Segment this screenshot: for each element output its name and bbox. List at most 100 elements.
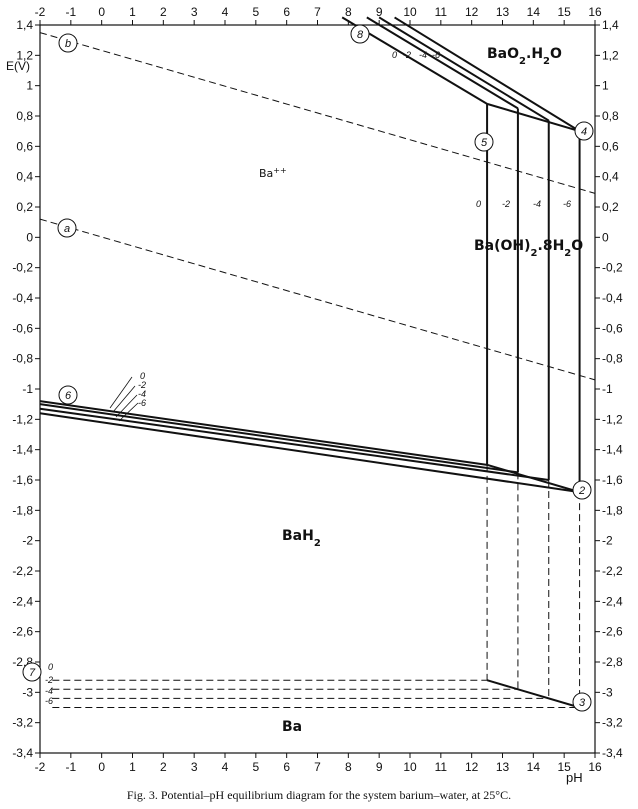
y-tick-label-right: 0,6	[602, 139, 619, 153]
concentration-labels-line7: 0 -2 -4 -6	[45, 662, 53, 706]
y-tick-label-right: 1	[602, 79, 609, 93]
y-tick-label-left: -1	[22, 382, 33, 396]
circle-label-b: b	[58, 33, 78, 53]
y-tick-label-left: 0	[26, 230, 33, 244]
x-tick-label-top: 3	[191, 5, 198, 19]
y-tick-label-left: -2,2	[12, 564, 33, 578]
svg-text:6: 6	[65, 390, 72, 402]
line-8-segment	[378, 16, 550, 122]
region-ba: Ba	[282, 719, 302, 735]
svg-text:b: b	[65, 38, 71, 50]
boundary-lines-layer	[39, 16, 596, 709]
x-tick-label-bottom: 6	[283, 760, 290, 774]
y-tick-label-right: 0,4	[602, 170, 619, 184]
y-tick-label-left: -1,6	[12, 473, 33, 487]
y-tick-label-left: 1	[26, 79, 33, 93]
y-tick-label-right: -2,6	[602, 625, 623, 639]
x-axis-title: pH	[566, 770, 583, 785]
y-tick-label-right: 1,2	[602, 48, 619, 62]
svg-text:-2: -2	[45, 675, 53, 685]
y-tick-label-right: -2	[602, 534, 613, 548]
y-tick-label-left: -2,4	[12, 594, 33, 608]
axes-layer: -2-2-1-100112233445566778899101011111212…	[12, 5, 623, 774]
region-bao2-h2o: BaO2.H2O	[487, 46, 562, 67]
svg-text:-6: -6	[138, 398, 146, 408]
circle-label-2: 2	[572, 480, 592, 500]
circle-label-a: a	[57, 218, 77, 238]
svg-text:8: 8	[357, 29, 364, 41]
figure-caption: Fig. 3. Potential–pH equilibrium diagram…	[126, 788, 512, 802]
y-tick-label-left: 0,2	[16, 200, 33, 214]
svg-text:-4: -4	[419, 50, 427, 60]
y-tick-label-right: -0,6	[602, 321, 623, 335]
y-tick-label-left: -0,2	[12, 261, 33, 275]
x-tick-label-top: 15	[557, 5, 571, 19]
line-6-segment	[39, 400, 488, 466]
y-tick-label-left: -2,6	[12, 625, 33, 639]
svg-text:2: 2	[578, 485, 585, 497]
y-tick-label-right: -2,8	[602, 655, 623, 669]
x-tick-label-top: 5	[252, 5, 259, 19]
x-tick-label-bottom: 7	[314, 760, 321, 774]
x-tick-label-top: 4	[222, 5, 229, 19]
svg-text:0: 0	[48, 662, 53, 672]
water-line-a	[39, 218, 596, 381]
svg-text:7: 7	[29, 667, 36, 679]
x-tick-label-top: -2	[35, 5, 46, 19]
x-tick-label-bottom: 11	[435, 760, 448, 774]
line-4-boundary	[486, 102, 580, 133]
svg-text:3: 3	[579, 697, 586, 709]
y-tick-label-right: -3,2	[602, 716, 623, 730]
svg-text:0: 0	[392, 50, 397, 60]
x-tick-label-top: 0	[98, 5, 105, 19]
line-3-boundary	[486, 679, 580, 709]
x-tick-label-bottom: 12	[465, 760, 479, 774]
y-tick-label-right: -1,4	[602, 443, 623, 457]
x-tick-label-top: 9	[376, 5, 383, 19]
x-tick-label-top: 7	[314, 5, 321, 19]
y-tick-label-left: -0,8	[12, 352, 33, 366]
svg-text:-2: -2	[502, 199, 510, 209]
region-ba-ion: Ba++	[259, 166, 287, 181]
y-tick-label-right: 0	[602, 230, 609, 244]
y-tick-label-right: -1,2	[602, 412, 623, 426]
y-tick-label-left: 1,4	[16, 18, 33, 32]
y-tick-label-left: -0,4	[12, 291, 33, 305]
svg-text:4: 4	[581, 126, 587, 138]
x-tick-label-top: 6	[283, 5, 290, 19]
x-tick-label-top: 10	[403, 5, 417, 19]
x-tick-label-top: 16	[588, 5, 602, 19]
y-tick-label-left: -3	[22, 685, 33, 699]
x-tick-label-top: 12	[465, 5, 479, 19]
line-6-segment	[39, 412, 580, 494]
circle-label-3: 3	[572, 692, 592, 712]
y-tick-label-right: -0,8	[602, 352, 623, 366]
svg-text:-6: -6	[432, 50, 440, 60]
region-bah2: BaH2	[282, 528, 321, 549]
concentration-labels-line5: 0 -2 -4 -6	[476, 199, 571, 209]
svg-text:-4: -4	[45, 686, 53, 696]
circle-label-4: 4	[574, 121, 594, 141]
y-tick-label-right: -1,8	[602, 503, 623, 517]
x-tick-label-top: -1	[65, 5, 76, 19]
svg-text:-2: -2	[138, 380, 146, 390]
line-6-segment	[39, 403, 519, 474]
line-8-segment	[366, 16, 519, 110]
concentration-labels-line6: 0 -2 -4 -6	[109, 371, 146, 422]
svg-text:-4: -4	[138, 389, 146, 399]
y-tick-label-left: 0,4	[16, 170, 33, 184]
y-tick-label-left: -1,4	[12, 443, 33, 457]
y-tick-label-right: -2,4	[602, 594, 623, 608]
y-tick-label-left: -2	[22, 534, 33, 548]
x-tick-label-bottom: 15	[557, 760, 571, 774]
y-tick-label-left: 1,2	[16, 48, 33, 62]
x-tick-label-bottom: 9	[376, 760, 383, 774]
svg-text:-4: -4	[533, 199, 541, 209]
y-tick-label-right: -1	[602, 382, 613, 396]
svg-text:-6: -6	[563, 199, 571, 209]
y-tick-label-left: -3,2	[12, 716, 33, 730]
y-tick-label-right: -0,2	[602, 261, 623, 275]
x-tick-label-bottom: 4	[222, 760, 229, 774]
svg-text:-2: -2	[403, 50, 411, 60]
line-2-boundary	[486, 463, 580, 494]
